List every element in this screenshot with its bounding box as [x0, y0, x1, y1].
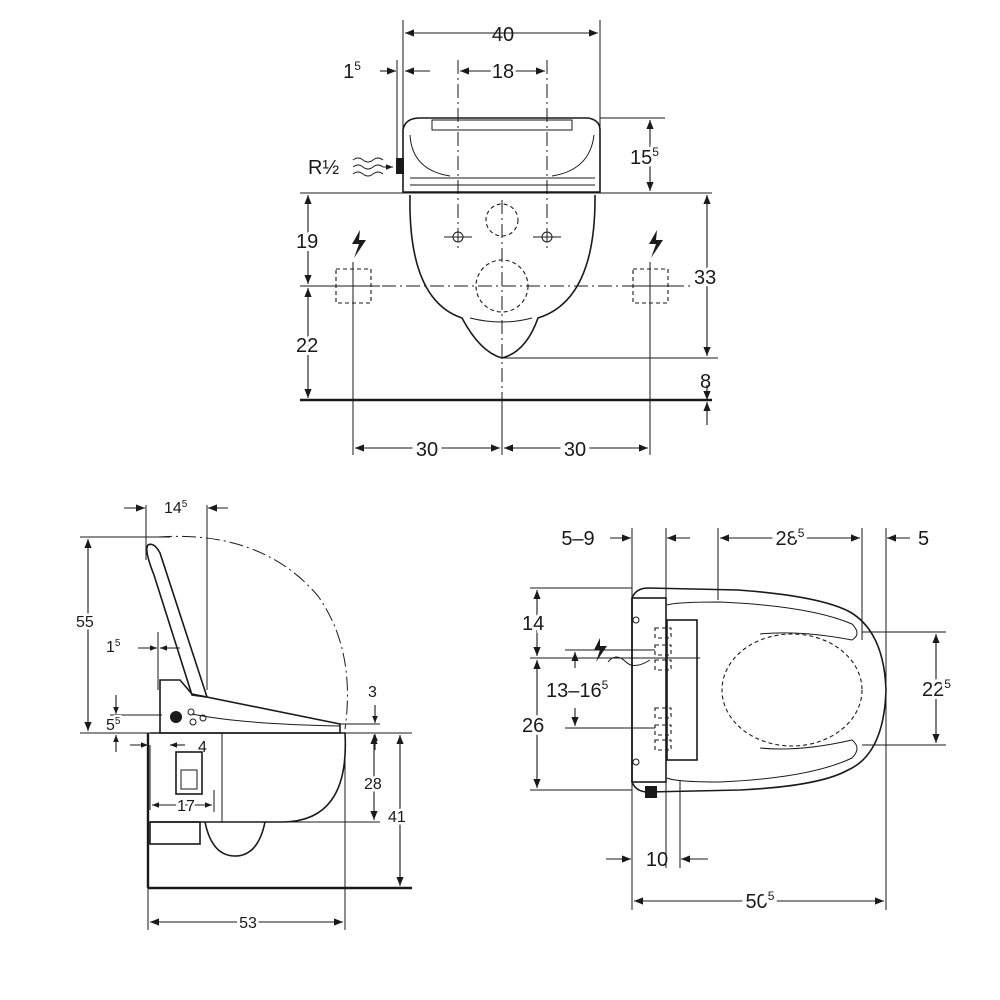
dim-power-range: 13–165 — [546, 678, 609, 702]
dim-seat-span: 285 — [776, 526, 805, 550]
bowl-rim-line — [469, 317, 533, 323]
front-view: 40 15 18 155 R½ 19 22 33 8 — [293, 20, 719, 465]
dim-half-right: 30 — [564, 439, 586, 461]
water-connection-icon — [352, 157, 393, 177]
lid-top-panel — [431, 119, 573, 131]
dim-module-depth: 10 — [646, 849, 668, 871]
dim-total-width: 40 — [492, 24, 514, 46]
mounting-block — [149, 821, 201, 845]
dim-wall-height: 41 — [388, 809, 406, 826]
dim-axis-to-floor: 22 — [296, 335, 318, 357]
lid-module — [402, 117, 601, 193]
dim-panel-width: 4 — [198, 739, 207, 756]
lid-contour — [409, 134, 595, 177]
dim-lid-height: 155 — [630, 145, 659, 169]
electrical-box-right — [625, 262, 677, 312]
bowl-opening — [721, 633, 863, 747]
dim-bowl-height: 28 — [364, 776, 382, 793]
dim-panel-gap: 55 — [106, 716, 121, 734]
side-view: 145 55 15 3 55 4 28 41 17 53 — [74, 499, 412, 935]
dim-height-33: 33 — [694, 267, 716, 289]
control-module — [666, 619, 698, 761]
dim-half-left: 30 — [416, 439, 438, 461]
dim-panel-depth: 17 — [177, 798, 195, 815]
rear-module — [631, 597, 667, 783]
dim-front-overhang: 5 — [918, 528, 929, 550]
lid-swing-arc — [157, 535, 348, 730]
dim-total-depth: 53 — [239, 915, 257, 932]
dim-total-height: 55 — [76, 614, 94, 631]
dim-edge-offset: 15 — [343, 59, 361, 83]
top-seat-outline — [631, 587, 887, 793]
dim-gap-8: 8 — [700, 371, 711, 393]
side-button — [170, 711, 182, 723]
dim-lower-block: 26 — [522, 715, 544, 737]
top-view: 5–9 285 5 14 13–165 26 225 10 505 — [519, 522, 954, 917]
electric-connection-icon — [352, 230, 366, 258]
water-connector — [396, 158, 404, 174]
control-panel — [175, 751, 203, 795]
side-bowl-outlet — [204, 821, 266, 857]
inlet-holes — [444, 60, 561, 313]
connection-points — [654, 627, 672, 751]
dim-seat-offset: 15 — [106, 638, 121, 656]
dim-upper-to-axis: 19 — [296, 231, 318, 253]
side-lid-open — [146, 543, 209, 698]
electrical-box-left — [328, 262, 380, 312]
dim-seat-width: 225 — [922, 677, 951, 701]
dim-overall-length: 505 — [746, 889, 775, 913]
electric-connection-icon — [649, 230, 663, 258]
dim-lid-depth: 145 — [164, 499, 188, 517]
dim-inlet-spacing: 18 — [492, 61, 514, 83]
supply-thread-label: R½ — [308, 157, 339, 179]
dim-wall-range: 5–9 — [561, 528, 594, 550]
dim-upper-block: 14 — [522, 613, 544, 635]
dim-seat-gap: 3 — [368, 684, 377, 701]
